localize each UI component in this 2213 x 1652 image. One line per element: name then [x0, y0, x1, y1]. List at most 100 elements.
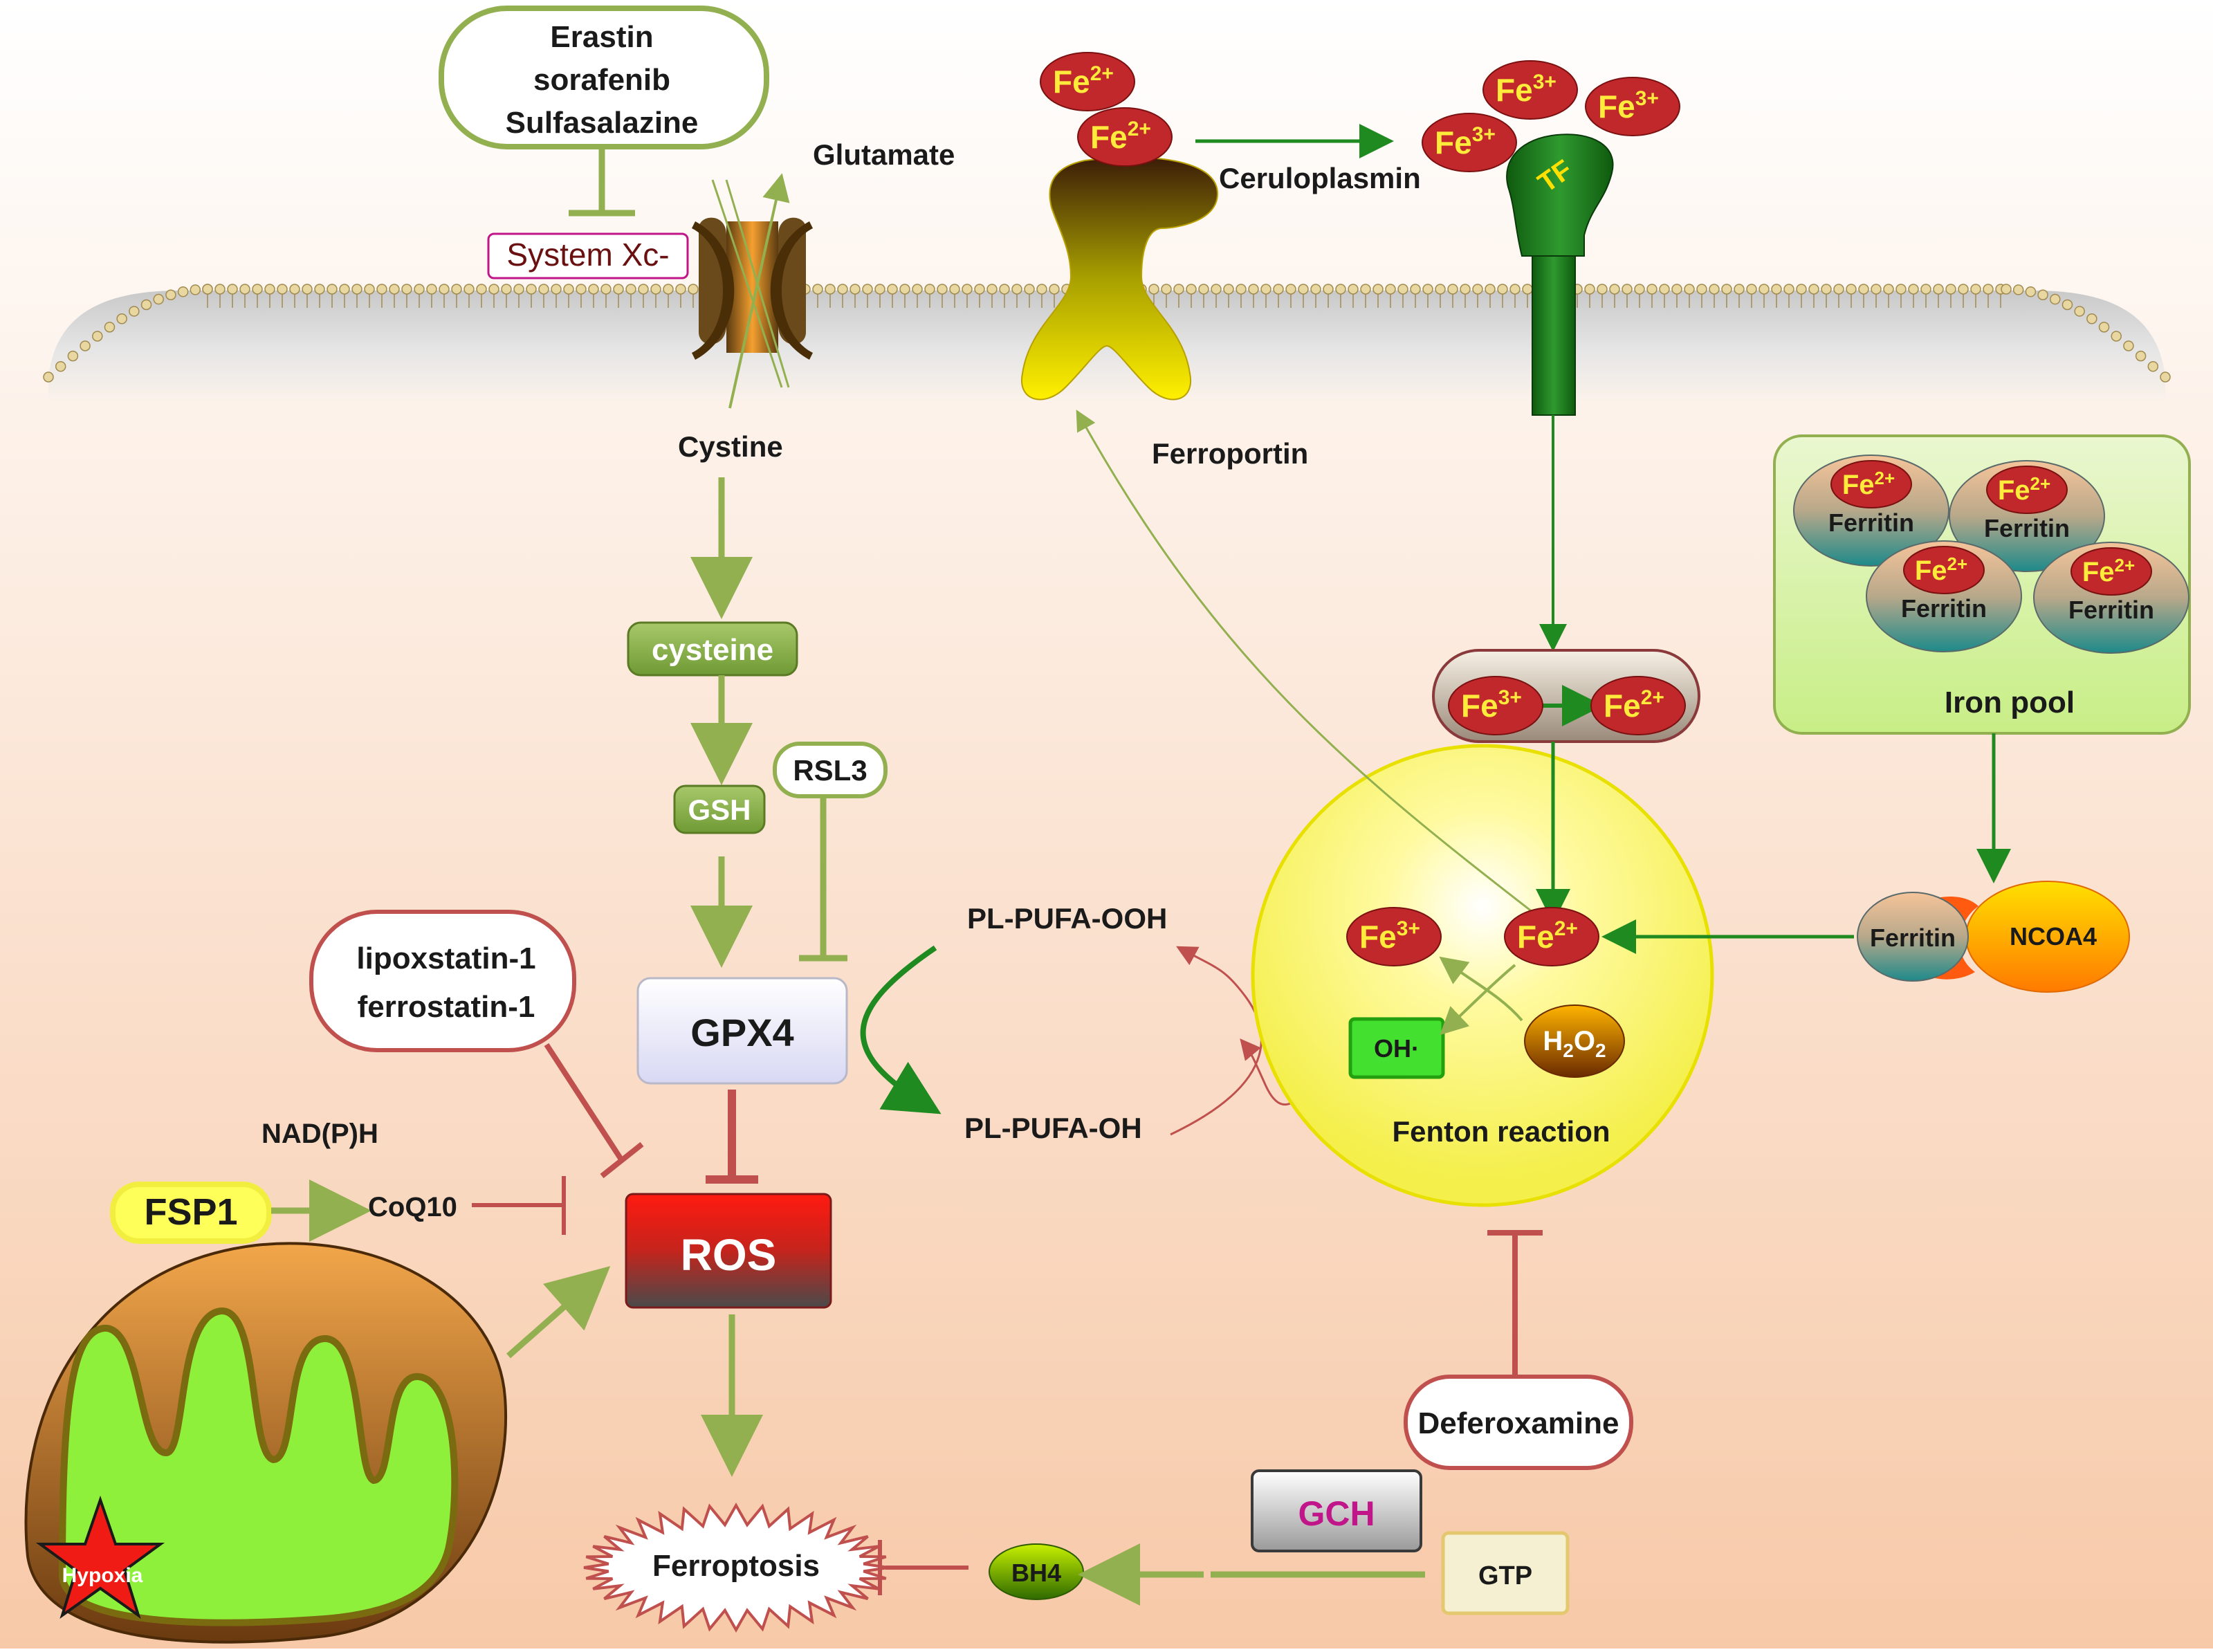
arrow-gpx4-reduction	[860, 945, 942, 1114]
ncoa4-ferritin-label: Ferritin	[1870, 924, 1956, 952]
fsp1-node: FSP1	[110, 1182, 272, 1244]
fe2-top-2-text: Fe2+	[1090, 118, 1151, 155]
arrow-mito-to-ros	[506, 1266, 611, 1359]
ferritin-3: Fe2+ Ferritin	[1866, 540, 2022, 652]
gpx4-label: GPX4	[690, 1011, 793, 1054]
inhibitor-box-erastin: Erastin sorafenib Sulfasalazine	[439, 6, 769, 149]
fe3-endosome-ion: Fe3+	[1448, 676, 1543, 735]
fe-charge: 3+	[1397, 917, 1420, 940]
fe-charge: 3+	[1498, 686, 1522, 709]
ferritin-4-fe-text: Fe2+	[2082, 555, 2135, 587]
fe3-top-3-text: Fe3+	[1598, 87, 1659, 125]
ferritin-2-fe-ellipse	[1986, 466, 2068, 514]
iron-ions: Fe2+Fe2+Fe3+Fe3+Fe3+Fe3+Fe2+Fe3+Fe2+	[1040, 52, 1686, 966]
ferroportin	[1020, 156, 1219, 401]
ferritin-2-fe-text: Fe2+	[1998, 473, 2050, 506]
fe2-endosome-text: Fe2+	[1604, 686, 1664, 724]
fe-charge: 2+	[1947, 553, 1968, 574]
inhibit-coq10-to-ros	[472, 1176, 566, 1235]
gsh-node: GSH	[673, 784, 766, 834]
system-xc-label: System Xc-	[506, 237, 669, 273]
fenton-label: Fenton reaction	[1392, 1115, 1610, 1148]
erastin-label: Erastin	[550, 20, 653, 54]
fe2-top-1-text: Fe2+	[1053, 62, 1114, 100]
hypoxia-label: Hypoxia	[62, 1564, 143, 1587]
ferroptosis-burst: Ferroptosis	[583, 1502, 889, 1633]
deferoxamine-node: Deferoxamine	[1404, 1375, 1633, 1470]
oh-radical-label: OH·	[1374, 1034, 1420, 1063]
fe3-fenton-ion: Fe3+	[1346, 907, 1442, 966]
fe-charge: 2+	[1641, 686, 1664, 709]
ferritin-3-label: Ferritin	[1901, 594, 1987, 623]
fe2-fenton-ellipse	[1504, 907, 1599, 966]
inhibit-deferoxamine-to-fenton	[1487, 1230, 1543, 1377]
ferritin-2: Fe2+Ferritin	[1949, 460, 2105, 572]
h2o2-sub1: 2	[1563, 1040, 1574, 1061]
pl-pufa-oh-label: PL-PUFA-OH	[964, 1112, 1142, 1144]
fe3-top-1-ion: Fe3+	[1482, 60, 1578, 120]
system-xc-transporter	[692, 173, 813, 409]
arrow-pl-oh-to-ooh	[1170, 946, 1262, 1136]
fe-symbol: Fe	[1842, 470, 1875, 500]
fe-symbol: Fe	[1461, 688, 1498, 724]
iron-pool-label: Iron pool	[1945, 686, 2075, 719]
ros-label: ROS	[681, 1230, 777, 1280]
fe-symbol: Fe	[1598, 89, 1635, 125]
ferritin-1-label: Ferritin	[1828, 508, 1914, 537]
fe-charge: 2+	[1090, 62, 1114, 85]
gtp-label: GTP	[1478, 1561, 1532, 1590]
sorafenib-label: sorafenib	[533, 63, 670, 97]
hypoxia-star: Hypoxia	[35, 1495, 165, 1619]
fe-charge: 2+	[1554, 917, 1578, 940]
fe3-top-2-text: Fe3+	[1435, 123, 1496, 160]
deferoxamine-label: Deferoxamine	[1417, 1406, 1619, 1440]
ferritin-1-fe-ellipse	[1830, 460, 1912, 508]
sulfasalazine-label: Sulfasalazine	[506, 106, 699, 140]
fe-symbol: Fe	[1359, 919, 1397, 955]
pl-pufa-ooh-label: PL-PUFA-OOH	[967, 902, 1167, 935]
fe3-top-3-ellipse	[1585, 77, 1680, 136]
fe-charge: 2+	[1128, 118, 1151, 140]
fe2-top-1-ion: Fe2+	[1040, 52, 1135, 111]
fe3-top-1-text: Fe3+	[1496, 71, 1557, 108]
coq10-label: CoQ10	[368, 1192, 457, 1222]
fe-symbol: Fe	[1915, 556, 1947, 586]
gch-node: GCH	[1251, 1469, 1422, 1552]
fe2-top-2-ion: Fe2+	[1077, 107, 1173, 167]
h2o2-label: H2O2	[1543, 1026, 1606, 1061]
fe-symbol: Fe	[1496, 72, 1533, 108]
h2o2-sub2: 2	[1595, 1040, 1606, 1061]
gsh-label: GSH	[688, 793, 751, 826]
inhibit-bh4-to-ferroptosis	[878, 1540, 968, 1595]
ferritin-4: Fe2+ Ferritin	[2033, 542, 2189, 654]
gch-label: GCH	[1298, 1494, 1375, 1533]
ferritin-4-label: Ferritin	[2068, 596, 2154, 624]
fe3-top-1-ellipse	[1482, 60, 1578, 120]
cysteine-node: cysteine	[627, 621, 798, 677]
ferritin-3-fe-text: Fe2+	[1915, 553, 1967, 586]
fe-symbol: Fe	[1090, 119, 1128, 155]
arrow-fe2-to-ferroportin	[1076, 410, 1533, 913]
h2o2-h: H	[1543, 1026, 1563, 1056]
inhibit-gpx4-to-ros	[706, 1090, 758, 1184]
ferritin-4-fe-ellipse	[2070, 547, 2152, 596]
fe3-fenton-text: Fe3+	[1359, 917, 1420, 955]
rsl3-node: RSL3	[773, 742, 888, 798]
rsl3-label: RSL3	[793, 754, 867, 787]
fe2-fenton-text: Fe2+	[1517, 917, 1578, 955]
ferroportin-label: Ferroportin	[1152, 437, 1308, 470]
gtp-node: GTP	[1441, 1531, 1570, 1615]
ferritin-3-fe-ellipse	[1903, 546, 1985, 594]
fsp1-label: FSP1	[144, 1191, 237, 1233]
h2o2-node: H2O2	[1524, 1004, 1625, 1078]
fe2-endosome-ion: Fe2+	[1590, 676, 1686, 735]
inhibit-erastin-to-xc	[569, 147, 635, 217]
fenton-reaction-circle: Fenton reaction	[1251, 744, 1714, 1207]
fe3-endosome-text: Fe3+	[1461, 686, 1522, 724]
inhibit-rsl3-to-gpx4	[799, 796, 847, 962]
nadph-label: NAD(P)H	[261, 1119, 378, 1149]
fe-charge: 2+	[1875, 468, 1895, 488]
fe2-top-2-ellipse	[1077, 107, 1173, 167]
